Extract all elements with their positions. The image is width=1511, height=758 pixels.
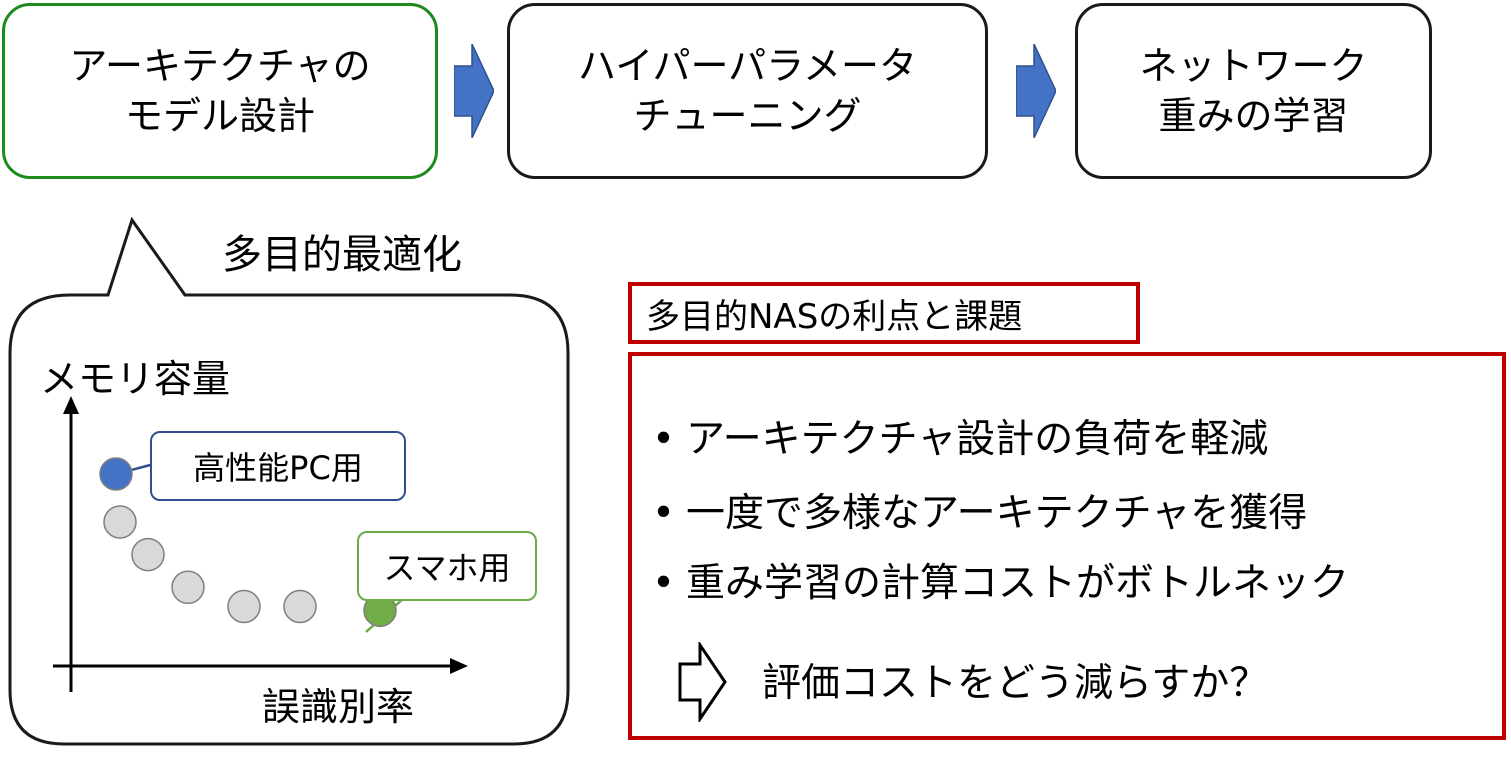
data-point-1 (103, 505, 137, 539)
conclusion-arrow-icon (678, 642, 727, 722)
bullet-item: •重み学習の計算コストがボトルネック (652, 552, 1349, 608)
step-architecture-design: アーキテクチャの モデル設計 (2, 3, 438, 179)
data-point-4 (227, 589, 261, 624)
flow-arrow-1 (454, 44, 494, 138)
bullet-dot: • (652, 417, 676, 462)
data-point-0 (99, 457, 133, 491)
bullet-item: •アーキテクチャ設計の負荷を軽減 (652, 408, 1268, 464)
bullet-text: 一度で多様なアーキテクチャを獲得 (686, 491, 1308, 536)
flow-arrow-2 (1016, 44, 1056, 138)
multi-objective-label: 多目的最適化 (222, 232, 462, 278)
x-axis (53, 658, 468, 674)
step-1-line-2: モデル設計 (124, 94, 315, 138)
callout-smartphone-text: スマホ用 (383, 549, 511, 587)
data-point-3 (171, 570, 205, 605)
data-point-5 (283, 589, 317, 624)
x-axis-label: 誤識別率 (262, 685, 415, 729)
y-axis-label: メモリ容量 (40, 357, 231, 401)
issues-box: •アーキテクチャ設計の負荷を軽減 •一度で多様なアーキテクチャを獲得 •重み学習… (628, 352, 1506, 740)
step-hyperparameter-tuning: ハイパーパラメータ チューニング (507, 3, 988, 179)
data-point-2 (131, 537, 165, 572)
bullet-dot: • (652, 561, 676, 606)
y-axis (63, 396, 79, 692)
callout-smartphone: スマホ用 (357, 531, 537, 601)
bullet-text: アーキテクチャ設計の負荷を軽減 (686, 417, 1269, 462)
bullet-dot: • (652, 491, 676, 536)
issues-title-box: 多目的NASの利点と課題 (628, 282, 1140, 344)
callout-pc-text: 高性能PC用 (193, 449, 363, 487)
issues-title: 多目的NASの利点と課題 (646, 296, 1023, 337)
conclusion-text: 評価コストをどう減らすか？ (762, 661, 1269, 706)
callout-high-performance-pc: 高性能PC用 (150, 431, 406, 501)
step-3-line-1: ネットワーク (1139, 44, 1368, 88)
bullet-text: 重み学習の計算コストがボトルネック (686, 561, 1350, 606)
step-weight-training: ネットワーク 重みの学習 (1075, 3, 1432, 179)
step-1-line-1: アーキテクチャの (69, 44, 371, 88)
bullet-item: •一度で多様なアーキテクチャを獲得 (652, 482, 1307, 538)
step-3-line-2: 重みの学習 (1158, 94, 1349, 138)
data-points (99, 457, 397, 628)
step-2-line-1: ハイパーパラメータ (578, 44, 917, 88)
step-2-line-2: チューニング (633, 94, 862, 138)
